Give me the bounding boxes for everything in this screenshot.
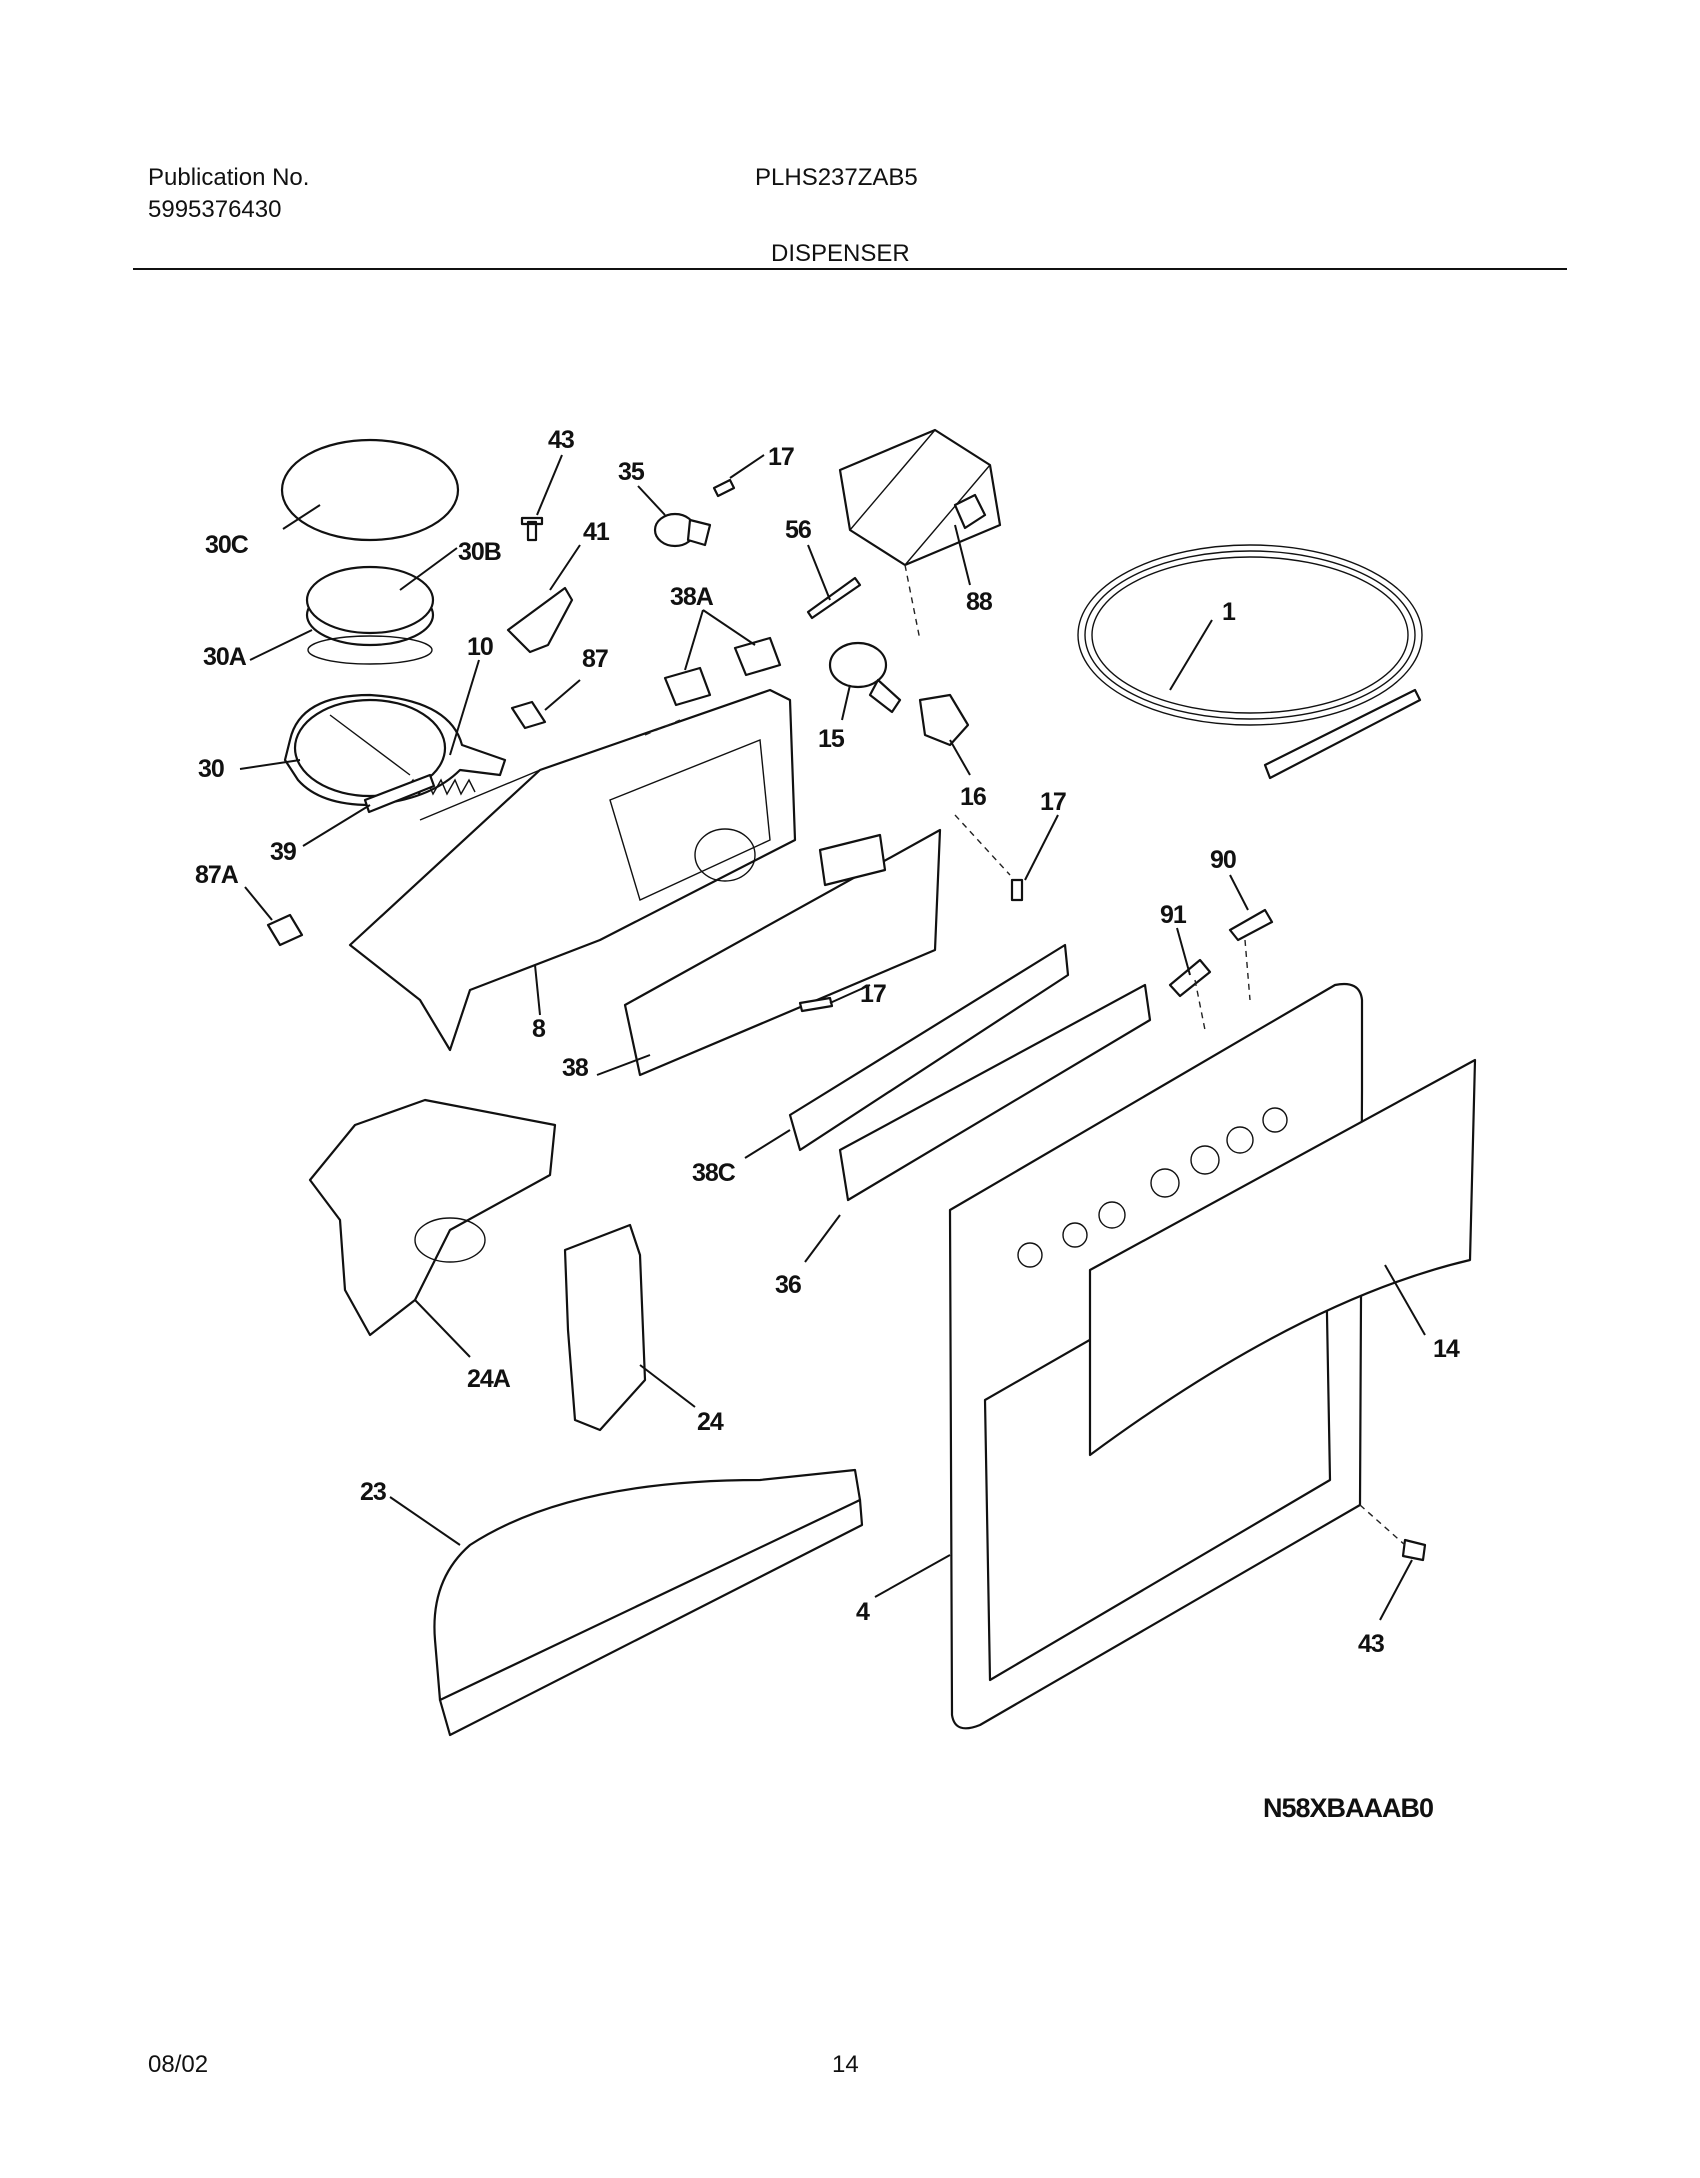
- assembly-lines: [644, 564, 1406, 1546]
- label-17-middle: 17: [860, 980, 886, 1008]
- label-8: 8: [532, 1015, 546, 1043]
- label-43-top: 43: [548, 426, 574, 454]
- part-14-overlay: [1088, 1058, 1477, 1457]
- diagram-code: N58XBAAAB0: [1263, 1793, 1433, 1823]
- label-23: 23: [360, 1478, 386, 1506]
- part-38c-board: [788, 943, 1070, 1152]
- label-38a: 38A: [670, 583, 714, 611]
- leader-lines: [239, 454, 1426, 1621]
- label-56: 56: [785, 516, 811, 544]
- label-30b: 30B: [458, 538, 501, 566]
- part-56-rod: [806, 576, 862, 620]
- part-24-flapper: [563, 1223, 647, 1432]
- label-24: 24: [697, 1408, 724, 1436]
- part-17-screw-middle: [798, 996, 834, 1013]
- part-16-socket: [918, 693, 970, 747]
- part-43-screw-top: [520, 516, 544, 542]
- part-30b-disc: [305, 565, 435, 647]
- part-30-bracket: [283, 693, 507, 807]
- part-15-bulb: [828, 641, 902, 714]
- model-number: PLHS237ZAB5: [755, 164, 918, 191]
- label-88: 88: [966, 588, 993, 616]
- part-38a-switch-left: [663, 666, 712, 707]
- label-87a: 87A: [195, 861, 239, 889]
- part-17-screw-top: [712, 478, 736, 498]
- publication-number: 5995376430: [148, 196, 282, 223]
- part-41-bracket: [506, 586, 574, 654]
- part-87a-clip: [266, 913, 304, 947]
- part-91-actuator: [1168, 958, 1212, 998]
- label-4: 4: [856, 1598, 870, 1626]
- part-17-screw-right: [1010, 878, 1024, 902]
- part-90-actuator: [1228, 908, 1274, 942]
- label-39: 39: [270, 838, 296, 866]
- part-38-board: [623, 828, 942, 1077]
- label-87: 87: [582, 645, 608, 673]
- label-24a: 24A: [467, 1365, 511, 1393]
- label-10: 10: [467, 633, 493, 661]
- label-43-bottom: 43: [1358, 1630, 1384, 1658]
- label-15: 15: [818, 725, 845, 753]
- label-91: 91: [1160, 901, 1187, 929]
- label-36: 36: [775, 1271, 801, 1299]
- part-24a-chute: [308, 1098, 557, 1337]
- part-1-tubing: [1077, 544, 1423, 780]
- label-30c: 30C: [205, 531, 249, 559]
- part-36-board: [838, 983, 1152, 1202]
- label-90: 90: [1210, 846, 1236, 874]
- part-30c-cover: [280, 438, 460, 542]
- publication-label: Publication No.: [148, 164, 310, 191]
- part-30a-motor: [307, 635, 433, 665]
- part-23-drip-tray: [433, 1468, 864, 1737]
- part-labels: 43 35 17 30C 30B 41 56 88 1 38A 30A 10 8…: [195, 426, 1461, 1658]
- part-87-clip: [510, 700, 547, 730]
- label-14: 14: [1433, 1335, 1460, 1363]
- label-16: 16: [960, 783, 986, 811]
- part-88-box: [838, 428, 1002, 567]
- footer-date: 08/02: [148, 2051, 209, 2078]
- label-1: 1: [1222, 598, 1236, 626]
- label-30a: 30A: [203, 643, 247, 671]
- label-30: 30: [198, 755, 224, 783]
- part-35-switch: [653, 512, 712, 548]
- section-title: DISPENSER: [771, 240, 910, 267]
- label-41: 41: [583, 518, 610, 546]
- label-38c: 38C: [692, 1159, 736, 1187]
- part-39-pin: [363, 773, 436, 814]
- label-17-top: 17: [768, 443, 794, 471]
- label-17-right: 17: [1040, 788, 1066, 816]
- part-38a-switch-right: [733, 636, 782, 677]
- label-35: 35: [618, 458, 645, 486]
- part-43-screw-bottom: [1401, 1538, 1427, 1562]
- header-rule: [133, 268, 1567, 270]
- label-38: 38: [562, 1054, 589, 1082]
- page-number: 14: [832, 2051, 859, 2078]
